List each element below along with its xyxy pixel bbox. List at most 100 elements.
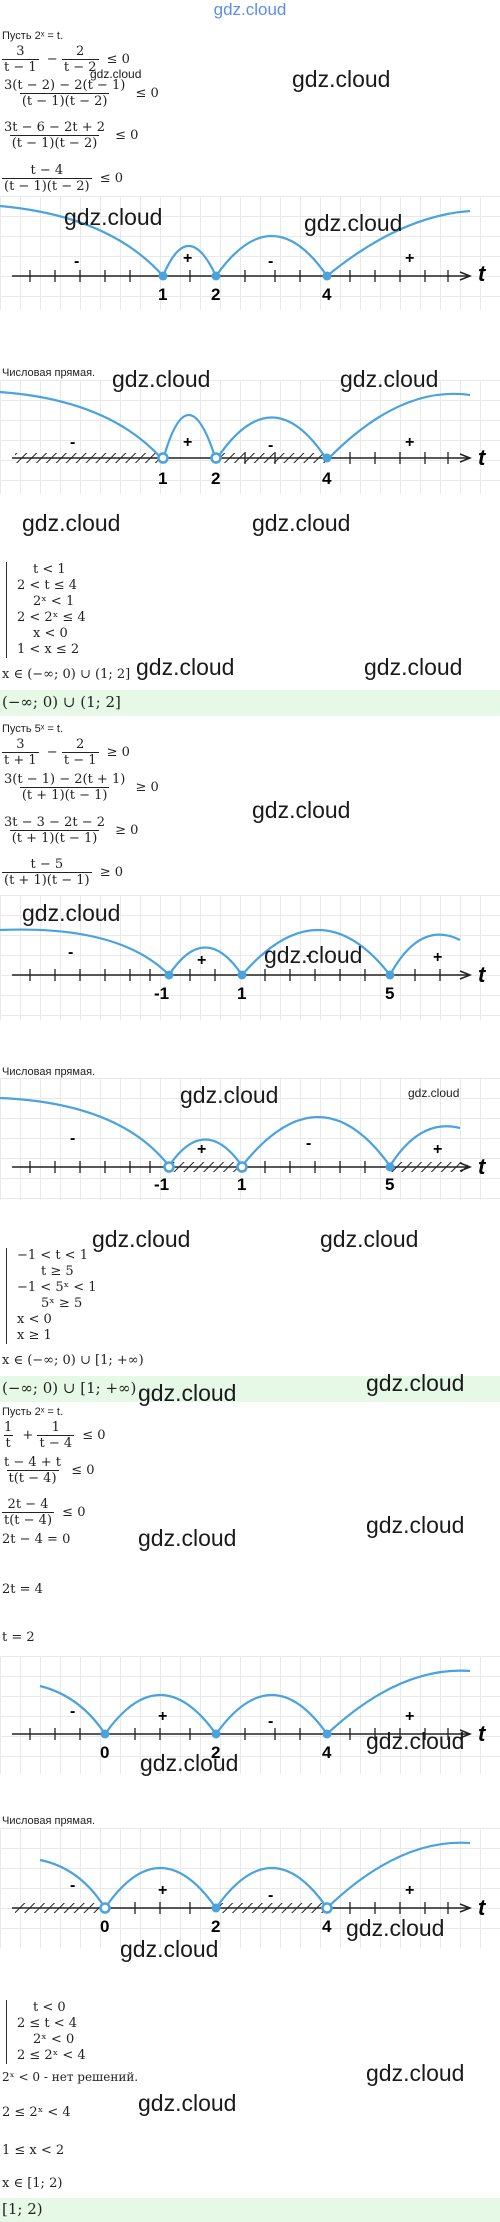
equation-step-2: 3(t − 2) − 2(t − 1)(t − 1)(t − 2) ≤ 0 [4, 78, 159, 109]
number-line-diagram: -1 1 5 - + - + t [0, 1096, 487, 1194]
equation-step-4: t − 4(t − 1)(t − 2) ≤ 0 [2, 163, 124, 194]
axis-label: t [478, 1895, 487, 1920]
graph-paper-background [0, 1656, 500, 1774]
graph-paper-background [0, 1078, 500, 1200]
equation-step-3: 3t − 3 − 2t − 2(t + 1)(t − 1) ≥ 0 [4, 815, 139, 846]
substitution-text: Пусть 2ˣ = t. [2, 1406, 63, 1418]
point-label: -1 [154, 984, 169, 1003]
watermark-logo: gdz.cloud [408, 1086, 460, 1100]
watermark-logo: gdz.cloud [366, 1370, 465, 1396]
inequality-system: t < 0 2 ≤ t < 4 2ˣ < 0 2 ≤ 2ˣ < 4 [6, 2000, 86, 2064]
point-label: 1 [237, 1175, 246, 1194]
system-row: 2 ≤ t < 4 [17, 2016, 78, 2031]
sign-label: - [268, 1887, 273, 1904]
inequality-system: t < 1 2 < t ≤ 4 2ˣ < 1 2 < 2ˣ ≤ 4 x < 0 … [6, 562, 86, 658]
sign-label: - [70, 1703, 75, 1720]
watermark-logo: gdz.cloud [22, 510, 121, 536]
answer-box: (−∞; 0) ∪ [1; +∞) [0, 1376, 500, 1402]
graph-paper-background [0, 196, 500, 310]
numline-caption: Числовая прямая. [2, 367, 96, 379]
sign-label: + [405, 1708, 414, 1725]
result-line: x ∈ [1; 2) [2, 2176, 63, 2191]
sign-label: - [68, 944, 73, 961]
system-row: t ≥ 5 [41, 1264, 74, 1279]
answer-box: (−∞; 0) ∪ (1; 2] [0, 690, 500, 716]
sign-label: - [268, 1713, 273, 1730]
inequality-system: −1 < t < 1 t ≥ 5 −1 < 5ˣ < 1 5ˣ ≥ 5 x < … [6, 1248, 97, 1344]
watermark-logo: gdz.cloud [252, 510, 351, 536]
watermark-logo: gdz.cloud [140, 1750, 239, 1776]
graph-paper-background [0, 895, 500, 1020]
watermark-logo: gdz.cloud [22, 900, 121, 926]
watermark-logo: gdz.cloud [252, 797, 351, 823]
answer-text: [1; 2) [2, 2200, 43, 2218]
point-label: 0 [100, 1743, 109, 1762]
substitution-text: Пусть 5ˣ = t. [2, 723, 63, 735]
number-line-diagram: 0 2 4 - + - + t [12, 1841, 487, 1936]
system-row: 1 < x ≤ 2 [17, 642, 80, 657]
answer-text: (−∞; 0) ∪ (1; 2] [2, 693, 121, 711]
point-label: 4 [322, 1917, 332, 1936]
sign-label: + [183, 250, 192, 267]
sign-label: - [306, 947, 311, 964]
number-line-diagram: 1 2 4 - + - + t [0, 390, 487, 488]
watermark-logo: gdz.cloud [366, 1728, 465, 1754]
sign-label: - [70, 1130, 75, 1147]
sign-label: + [405, 1882, 414, 1899]
answer-text: (−∞; 0) ∪ [1; +∞) [2, 1379, 137, 1397]
system-row: −1 < 5ˣ < 1 [17, 1280, 97, 1295]
system-row: 2 < t ≤ 4 [17, 578, 78, 593]
site-header-logo[interactable]: gdz.cloud [213, 0, 287, 19]
system-row: −1 < t < 1 [17, 1248, 88, 1263]
number-line-diagram: -1 1 5 - + - + t [0, 928, 487, 1003]
sign-label: - [70, 1877, 75, 1894]
number-line-diagram: 0 2 4 - + - + t [12, 1669, 487, 1762]
point-label: 1 [158, 285, 167, 304]
watermark-logo: gdz.cloud [138, 1525, 237, 1551]
sign-label: - [306, 1135, 311, 1152]
system-row: 2 < 2ˣ ≤ 4 [17, 610, 86, 625]
sign-label: + [158, 1882, 167, 1899]
watermark-logo: gdz.cloud [138, 2090, 237, 2116]
watermark-logo: gdz.cloud [90, 67, 142, 81]
substitution-text: Пусть 2ˣ = t. [2, 30, 63, 42]
system-row: 2ˣ < 1 [33, 594, 75, 609]
point-label: -1 [154, 1175, 169, 1194]
watermark-logo: gdz.cloud [320, 1226, 419, 1252]
watermark-logo: gdz.cloud [366, 2060, 465, 2086]
sign-label: + [197, 952, 206, 969]
equation-step-4: t − 5(t + 1)(t − 1) ≥ 0 [2, 857, 124, 888]
sign-label: + [183, 434, 192, 451]
equation-line: 2t − 4 = 0 [2, 1532, 71, 1547]
point-label: 4 [322, 1743, 332, 1762]
equation-step-3: 3t − 6 − 2t + 2(t − 1)(t − 2) ≤ 0 [4, 120, 139, 151]
sign-label: - [268, 253, 273, 270]
sign-label: + [158, 1708, 167, 1725]
system-row: 5ˣ ≥ 5 [41, 1296, 83, 1311]
watermark-logo: gdz.cloud [340, 366, 439, 392]
system-row: x < 0 [33, 626, 68, 641]
system-row: x ≥ 1 [17, 1328, 52, 1343]
sign-label: + [405, 434, 414, 451]
sign-label: - [74, 253, 79, 270]
equation-line: 2 ≤ 2ˣ < 4 [2, 2105, 71, 2120]
watermark-logo: gdz.cloud [264, 942, 363, 968]
point-label: 4 [322, 469, 332, 488]
watermark-logo: gdz.cloud [346, 1915, 445, 1941]
result-line: x ∈ (−∞; 0) ∪ (1; 2] [2, 667, 131, 682]
sign-label: + [405, 250, 414, 267]
point-label: 2 [211, 1917, 220, 1936]
point-label: 2 [211, 469, 220, 488]
axis-label: t [478, 1154, 487, 1179]
watermark-logo: gdz.cloud [92, 1226, 191, 1252]
answer-box: [1; 2) [0, 2198, 500, 2222]
graph-paper-background [0, 1828, 500, 1948]
axis-label: t [478, 1721, 487, 1746]
watermark-logo: gdz.cloud [304, 210, 403, 236]
point-label: 2 [211, 285, 220, 304]
sign-label: - [268, 437, 273, 454]
point-label: 0 [100, 1917, 109, 1936]
